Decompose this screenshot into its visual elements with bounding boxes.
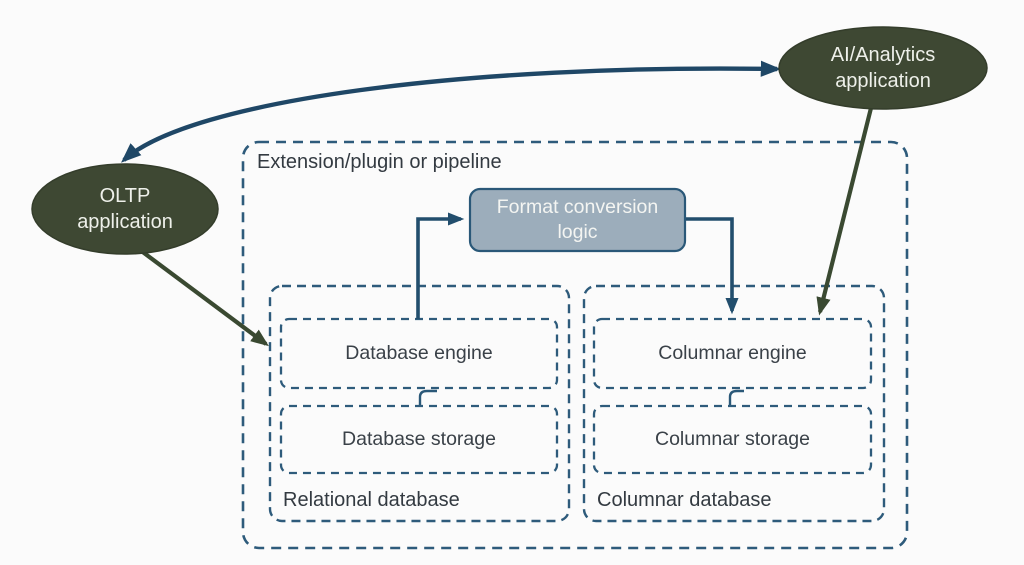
format-conversion-logic-node (468, 187, 687, 253)
ai-analytics-application-node (778, 26, 988, 110)
format-conversion-logic-label: Format conversion logic (470, 190, 685, 250)
columnar-engine-box-border (592, 317, 873, 390)
columnar-storage-box-border (592, 404, 873, 475)
ai-analytics-application-label: AI/Analytics application (779, 31, 987, 105)
database-engine-label: Database engine (345, 342, 493, 364)
extension-container-label: Extension/plugin or pipeline (257, 151, 502, 173)
flow-format-to-columnar-arrow (685, 217, 739, 315)
relational-database-label: Relational database (283, 489, 460, 511)
oltp-application-node (31, 163, 219, 255)
columnar-engine-storage-connector (728, 389, 744, 405)
ai-analytics-label-line2: application (835, 70, 931, 92)
columnar-storage-label: Columnar storage (655, 428, 810, 450)
oltp-ai-bidirectional-arrow (120, 60, 782, 163)
oltp-label-line1: OLTP (99, 185, 151, 207)
database-engine-storage-connector (418, 389, 437, 405)
database-storage-box-border (279, 404, 559, 475)
columnar-database-label: Columnar database (597, 489, 772, 511)
columnar-database-container-border (582, 284, 886, 523)
database-storage-label: Database storage (342, 428, 496, 450)
flow-engine-to-format-arrow (416, 212, 465, 319)
columnar-engine-label: Columnar engine (658, 342, 807, 364)
ai-analytics-label-line1: AI/Analytics (830, 44, 936, 66)
oltp-to-database-engine-arrow (134, 245, 269, 347)
ai-to-columnar-engine-arrow (816, 103, 875, 316)
oltp-application-label: OLTP application (32, 169, 218, 249)
format-label-line1: Format conversion (496, 196, 659, 218)
oltp-label-line2: application (77, 211, 173, 233)
format-label-line2: logic (557, 221, 598, 243)
